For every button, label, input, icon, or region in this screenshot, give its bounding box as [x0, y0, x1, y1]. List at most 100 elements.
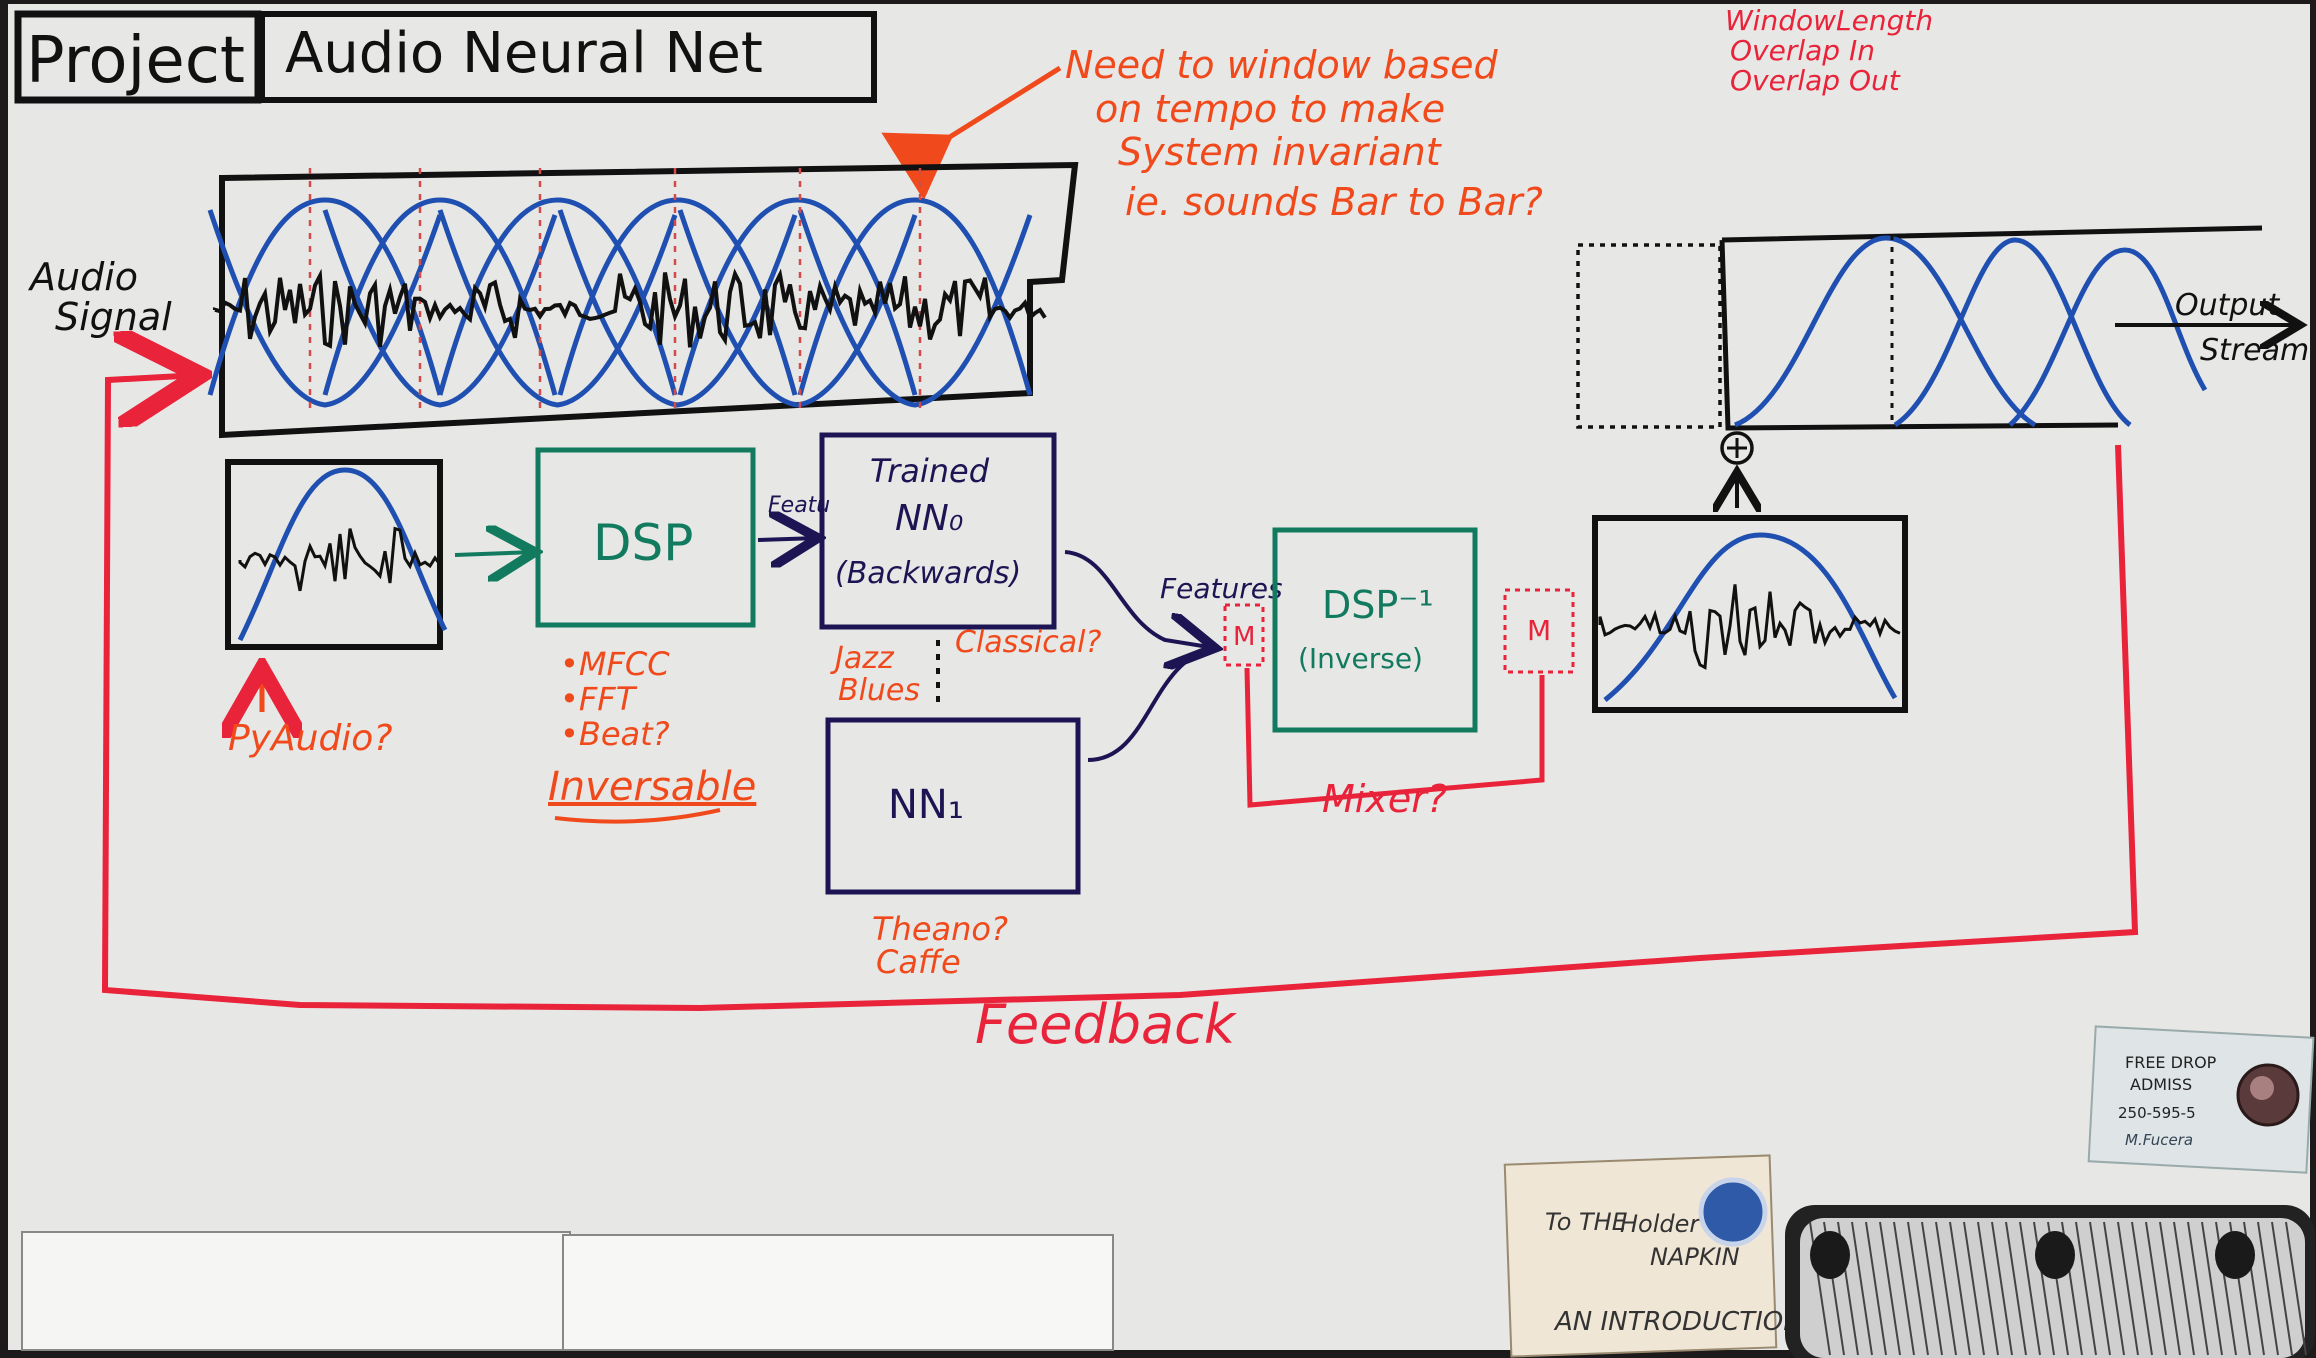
mesh-strand	[1991, 1221, 2013, 1356]
mesh-strand	[2201, 1221, 2223, 1356]
mesh-strand	[2131, 1221, 2153, 1356]
dsp-option-fft: •FFT	[560, 680, 638, 718]
note-overlap-in: Overlap In	[1730, 34, 1875, 67]
note-overlap-out: Overlap Out	[1730, 64, 1901, 97]
genre-classical: Classical?	[955, 625, 1101, 660]
mesh-strand	[2257, 1221, 2279, 1356]
tempo-note-line-3: System invariant	[1118, 130, 1443, 174]
mixer-bracket	[1244, 667, 1545, 808]
nn0-label-name: NN₀	[895, 498, 963, 539]
project-title: Audio Neural Net	[285, 21, 763, 86]
output-window-1	[1734, 235, 2037, 428]
mesh-strand	[2173, 1221, 2195, 1356]
mesh-strand	[1879, 1221, 1901, 1356]
project-label: Project	[26, 24, 245, 98]
genre-blues: Blues	[838, 673, 920, 708]
dsp-inverse-block: DSP⁻¹ (Inverse)	[1272, 527, 1478, 733]
mesh-strand	[1893, 1221, 1915, 1356]
tempo-note: Need to window based on tempo to make Sy…	[1065, 43, 1543, 224]
mesh-strand	[2075, 1221, 2097, 1356]
napkin-line-3: NAPKIN	[1650, 1243, 1740, 1271]
ticket-line-2: ADMISS	[2130, 1075, 2192, 1094]
magnet-blue-icon	[1698, 1177, 1768, 1247]
output-window-2	[1893, 237, 2132, 428]
inversable-underline	[554, 808, 721, 824]
nn0-label-trained: Trained	[870, 452, 990, 490]
mixer-input-m-label: M	[1233, 622, 1255, 652]
mesh-strand	[1851, 1221, 1873, 1356]
nn0-to-features-curve	[1064, 550, 1215, 648]
mesh-strand	[2103, 1221, 2125, 1356]
mesh-strand	[2019, 1221, 2041, 1356]
window-envelope	[557, 197, 798, 396]
reconstructed-envelope	[1603, 532, 1898, 702]
reconstructed-window-panel	[1592, 515, 1908, 713]
napkin-line-4: AN INTRODUCTION	[1553, 1307, 1803, 1337]
output-stream-label-line-1: Output	[2175, 288, 2280, 323]
mesh-strand	[2271, 1221, 2293, 1356]
nn1-label: NN₁	[888, 782, 964, 828]
pyaudio-label: PyAudio?	[228, 718, 392, 759]
mesh-strand	[1949, 1221, 1971, 1356]
mixer-input-m: M	[1223, 603, 1265, 667]
reconstructed-waveform	[1598, 584, 1901, 670]
tempo-note-line-4: ie. sounds Bar to Bar?	[1125, 180, 1543, 224]
mesh-strand	[2285, 1221, 2307, 1356]
mesh-strand	[1977, 1221, 1999, 1356]
nn0-block: Trained NN₀ (Backwards)	[819, 432, 1057, 630]
window-envelope	[557, 209, 798, 408]
bottom-tape-strips	[21, 1231, 1114, 1351]
ticket-line-3: 250-595-5	[2118, 1104, 2196, 1122]
output-stream-label: Output Stream	[2175, 288, 2309, 368]
single-window-waveform	[238, 526, 442, 592]
dsp-options: •MFCC •FFT •Beat?	[560, 645, 670, 753]
ticket-line-1: FREE DROP	[2125, 1053, 2217, 1072]
mixer-output-m: M	[1503, 588, 1575, 674]
output-window-3	[2008, 247, 2208, 427]
ticket-line-4: M.Fucera	[2125, 1131, 2193, 1149]
title-block: Project Audio Neural Net	[14, 10, 877, 104]
napkin-card: To THE Holder of NAPKIN AN INTRODUCTION	[1503, 1154, 1803, 1358]
mesh-strand	[1865, 1221, 1887, 1356]
mesh-strand	[1907, 1221, 1929, 1356]
genre-labels: Jazz Blues Classical?	[830, 625, 1101, 708]
dsp-inverse-label: DSP⁻¹	[1322, 583, 1434, 627]
framework-labels: Theano? Caffe	[872, 910, 1008, 981]
audio-signal-label: Audio Signal	[27, 255, 172, 339]
window-envelope	[437, 209, 678, 408]
single-window-panel	[225, 459, 448, 650]
mesh-strand	[2187, 1221, 2209, 1356]
framework-theano: Theano?	[872, 910, 1008, 948]
sum-node	[1720, 431, 1754, 465]
dsp-inverse-sublabel: (Inverse)	[1298, 642, 1423, 675]
dsp-option-mfcc: •MFCC	[560, 645, 670, 683]
nn0-label-backwards: (Backwards)	[835, 556, 1021, 591]
note-window-length: WindowLength	[1725, 4, 1933, 37]
mesh-strand	[2117, 1221, 2139, 1356]
mesh-strand	[1963, 1221, 1985, 1356]
tempo-note-line-1: Need to window based	[1065, 43, 1498, 87]
mesh-strand	[2145, 1221, 2167, 1356]
framework-caffe: Caffe	[876, 943, 961, 981]
arrow-dsp-to-nn0	[757, 538, 818, 540]
window-envelope	[322, 197, 558, 396]
window-dividers	[308, 168, 922, 415]
windowed-input-panel	[207, 161, 1079, 439]
napkin-line-1: To THE	[1545, 1208, 1628, 1236]
output-stream-label-line-2: Stream	[2200, 333, 2309, 368]
mesh-strand	[1935, 1221, 1957, 1356]
arrow-window-to-dsp	[454, 552, 535, 555]
dsp-block: DSP	[535, 447, 756, 628]
ticket-card: FREE DROP ADMISS 250-595-5 M.Fucera	[2087, 1025, 2315, 1174]
mesh-strand	[1921, 1221, 1943, 1356]
dsp-label: DSP	[593, 514, 693, 572]
mesh-strand	[2089, 1221, 2111, 1356]
genre-jazz: Jazz	[830, 641, 895, 676]
tempo-note-arrow	[881, 65, 1062, 201]
feedback-loop	[101, 375, 2139, 1012]
output-stream-panel	[1576, 225, 2263, 431]
mixer-output-m-label: M	[1527, 614, 1551, 647]
inversable-label: Inversable	[548, 764, 756, 810]
mesh-strand	[2005, 1221, 2027, 1356]
